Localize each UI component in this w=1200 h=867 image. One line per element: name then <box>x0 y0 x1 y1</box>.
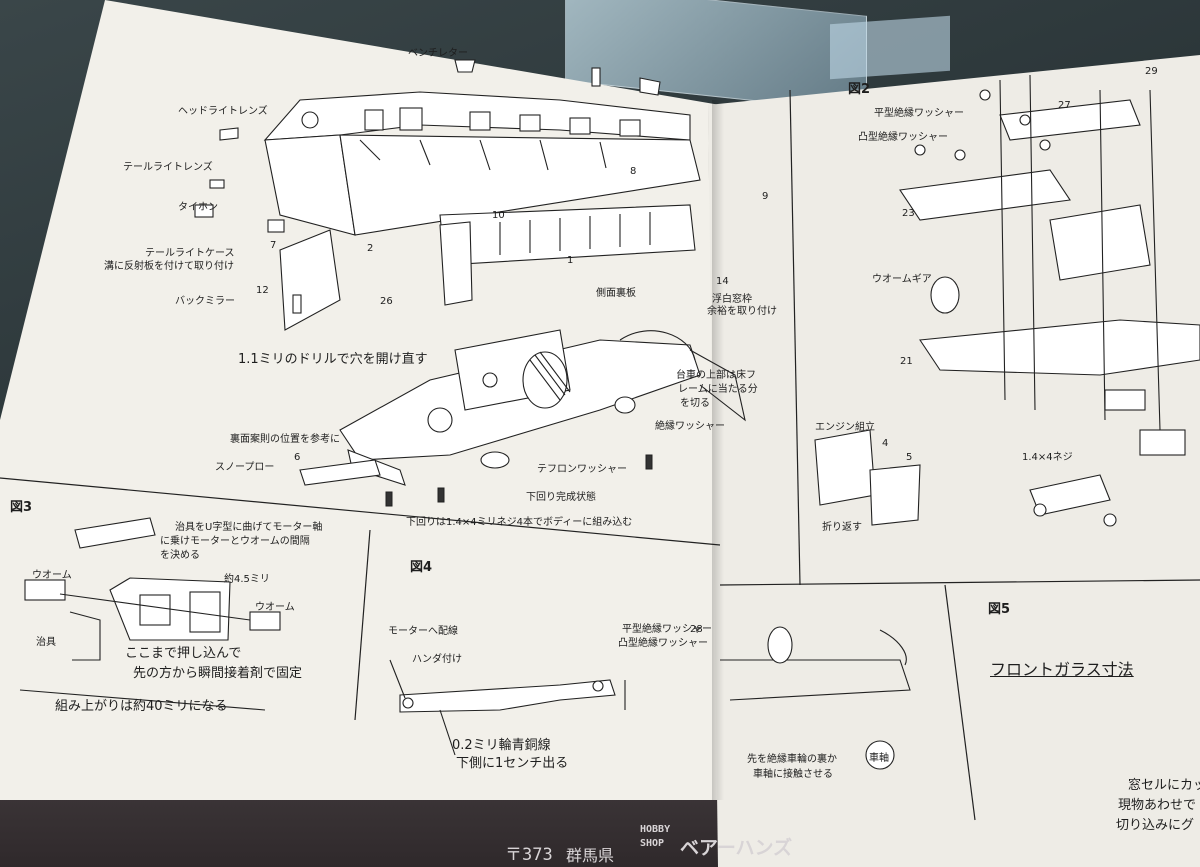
label-fold-back: 折り返す <box>822 522 862 533</box>
label-drill-note: 1.1ミリのドリルで穴を開け直す <box>238 352 428 367</box>
label-bogie-note-1: 台車の上部は床フ <box>676 370 756 381</box>
fig5-sill-note-3: 切り込みにグ <box>1116 818 1195 833</box>
label-ventilator: ベンチレター <box>408 48 468 59</box>
footer-postal: 〒373 <box>505 845 553 865</box>
fig3-note-2: に乗けモーターとウオームの間隔 <box>160 536 310 547</box>
fig3-assembled-note: 組み上がりは約40ミリになる <box>55 699 228 714</box>
label-taillight-lens: テールライトレンズ <box>123 162 213 173</box>
fig4-flat-washer: 平型絶縁ワッシャー <box>622 624 712 635</box>
part-number-21: 21 <box>900 356 913 367</box>
part-number-5: 5 <box>906 452 913 463</box>
fig3-push-note-2: 先の方から瞬間接着剤で固定 <box>133 666 303 681</box>
label-bogie-note-2: レームに当たる分 <box>678 384 758 395</box>
part-number-23: 23 <box>902 208 915 219</box>
label-bogie-note-3: を切る <box>680 398 710 409</box>
footer-address: 群馬県 <box>566 846 615 865</box>
fig4-contact-note-2: 車軸に接触させる <box>753 769 833 780</box>
fig4-title: 図4 <box>410 560 433 575</box>
part-number-1: 1 <box>567 255 574 266</box>
fig3-worm-left: ウオーム <box>32 570 72 581</box>
fig4-drawing <box>389 626 911 770</box>
divider-fig3-fig4 <box>354 529 371 721</box>
footer-brand-hobby: HOBBY <box>640 824 671 835</box>
label-back-mirror: バックミラー <box>175 296 235 307</box>
fig3-drawing <box>19 517 281 711</box>
label-engine-assembly: エンジン組立 <box>815 422 875 433</box>
label-typhon: タイホン <box>178 202 218 213</box>
label-taillight-case: テールライトケース <box>145 248 235 259</box>
label-screw-note: 下回りは1.4×4ミリネジ4本でボディーに組み込む <box>406 517 633 528</box>
paper-fold <box>712 100 724 800</box>
fig4-part-28: 28 <box>690 624 703 635</box>
footer-shop-name: ベアーハンズ <box>680 837 793 859</box>
fig3-approx-45: 約4.5ミリ <box>224 574 270 585</box>
label-window-frame-note: 余裕を取り付け <box>707 306 777 317</box>
divider-top-left <box>0 477 721 546</box>
fig3-worm-right: ウオーム <box>255 602 295 613</box>
part-number-14: 14 <box>716 276 729 287</box>
label-worm-gear: ウオームギア <box>872 274 932 285</box>
part-number-6: 6 <box>294 452 301 463</box>
fig5-title: 図5 <box>988 602 1011 617</box>
label-screw-14x4: 1.4×4ネジ <box>1022 452 1073 463</box>
side-panel <box>439 204 696 306</box>
part-number-12: 12 <box>256 285 269 296</box>
part-number-9: 9 <box>762 191 769 202</box>
divider-right-vertical <box>789 89 801 586</box>
fig4-contact-note-1: 先を絶縁車輪の裏か <box>747 754 837 765</box>
fig4-wire-note-1: 0.2ミリ輪青銅線 <box>452 738 551 753</box>
part-number-8: 8 <box>630 166 637 177</box>
fig4-axle: 車軸 <box>869 753 889 764</box>
label-headlight-lens: ヘッドライトレンズ <box>178 106 268 117</box>
part-number-7: 7 <box>270 240 277 251</box>
label-window-frame: 浮白窓枠 <box>712 294 752 305</box>
label-snowplow: スノープロー <box>215 462 275 473</box>
fig5-front-glass: フロントガラス寸法 <box>990 660 1134 679</box>
railcar-body <box>263 59 701 236</box>
label-insulation-washer: 絶縁ワッシャー <box>655 421 725 432</box>
fig4-to-motor: モーターへ配線 <box>388 626 458 637</box>
divider-right-horizontal <box>719 579 1200 586</box>
fig3-push-note-1: ここまで押し込んで <box>125 646 242 661</box>
part-number-29: 29 <box>1145 66 1158 77</box>
chassis-motor <box>299 329 746 507</box>
part-number-4: 4 <box>882 438 889 449</box>
label-convex-washer: 凸型絶縁ワッシャー <box>858 132 948 143</box>
fig4-convex-washer: 凸型絶縁ワッシャー <box>618 638 708 649</box>
label-taillight-case-note: 溝に反射板を付けて取り付け <box>104 261 234 272</box>
part-number-2: 2 <box>367 243 374 254</box>
label-side-back-plate: 側面裏板 <box>596 288 636 299</box>
label-flat-washer: 平型絶縁ワッシャー <box>874 108 964 119</box>
part-number-10: 10 <box>492 210 505 221</box>
footer-brand-shop: SHOP <box>640 838 665 849</box>
fig4-solder: ハンダ付け <box>412 654 462 665</box>
label-underfloor-done: 下回り完成状態 <box>526 492 596 503</box>
fig3-title: 図3 <box>10 500 33 515</box>
fig5-sill-note-1: 窓セルにカッ <box>1128 778 1200 793</box>
fig4-wire-note-2: 下側に1センチ出る <box>456 756 569 771</box>
small-parts <box>194 127 341 331</box>
fig5-sill-note-2: 現物あわせで <box>1118 798 1197 813</box>
part-number-27: 27 <box>1058 100 1071 111</box>
fig2-drawing <box>814 74 1200 527</box>
fig2-title: 図2 <box>848 82 871 97</box>
label-underfloor-ref: 裏面案則の位置を参考に <box>230 434 340 445</box>
fig3-note-1: 治具をU字型に曲げてモーター軸 <box>175 522 323 533</box>
divider-fig5 <box>944 584 976 821</box>
fig3-jig: 治具 <box>36 637 56 648</box>
label-teflon-washer: テフロンワッシャー <box>537 464 627 475</box>
fig3-note-3: を決める <box>160 550 200 561</box>
part-number-26: 26 <box>380 296 393 307</box>
